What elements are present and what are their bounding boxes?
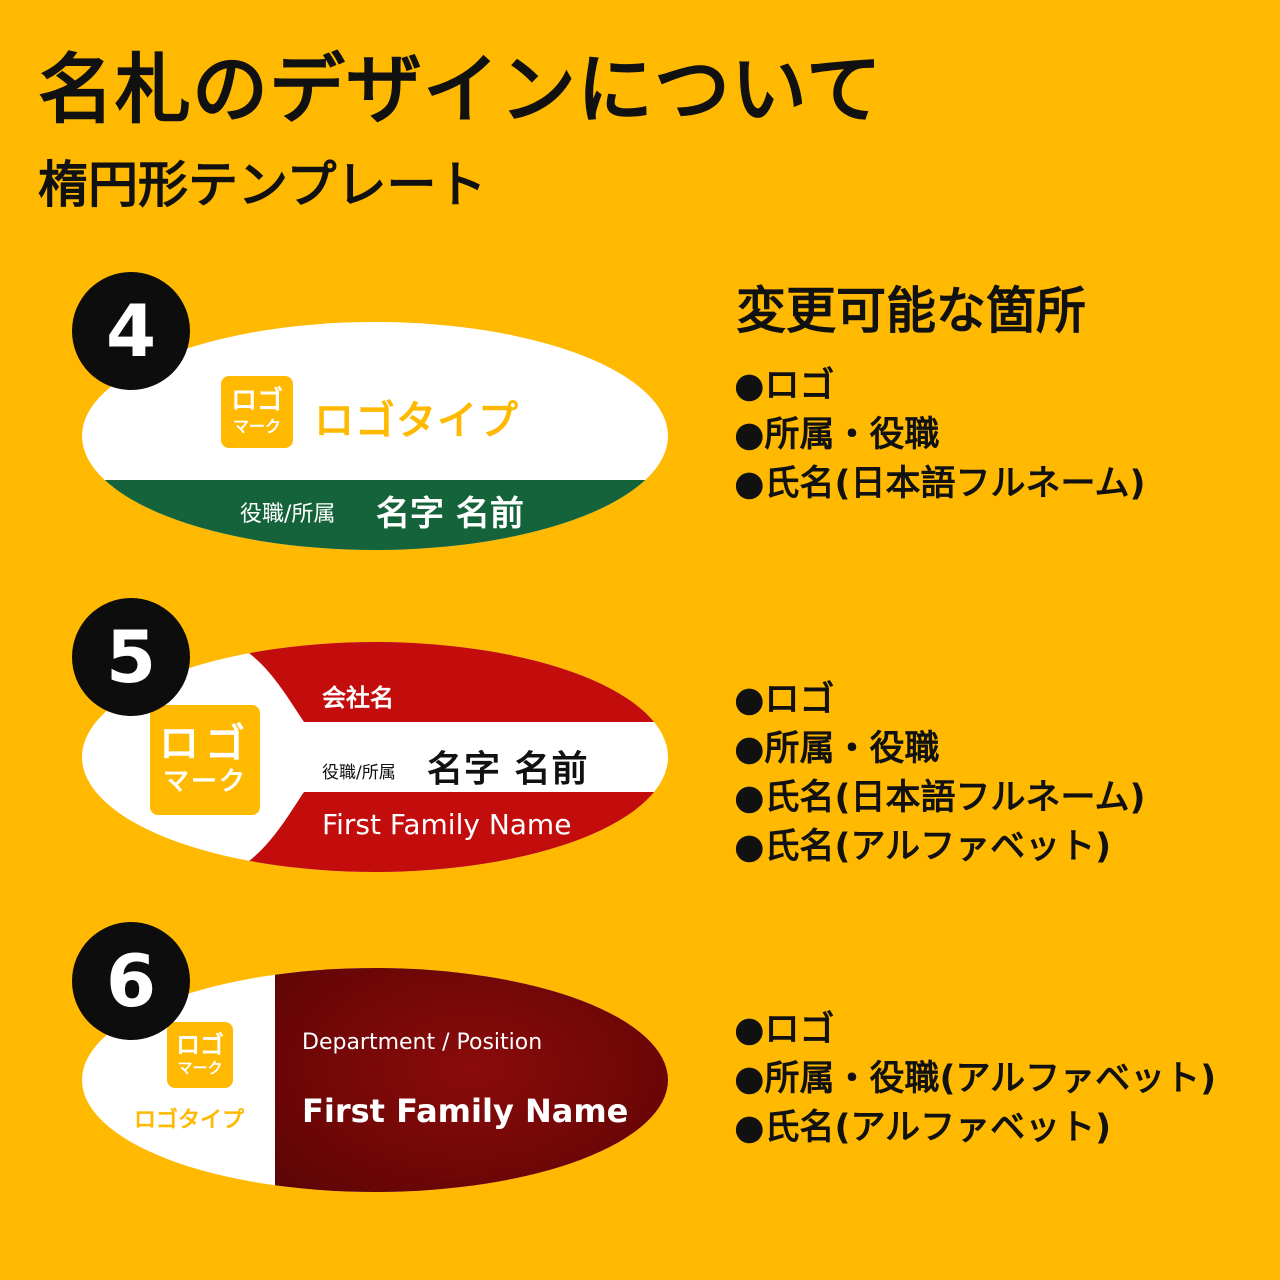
feature-item: ●所属・役職 [734,729,940,769]
logo-mark: ロゴ マーク [167,1022,233,1088]
logo-mark-text-bottom: マーク [177,1059,223,1078]
page-title: 名札のデザインについて [38,45,883,134]
logo-mark-text-bottom: マーク [162,767,247,798]
person-name: 名字 名前 [427,749,589,790]
position-label: 役職/所属 [322,763,396,783]
green-band [82,480,668,550]
person-name: 名字 名前 [376,494,524,534]
feature-item: ●氏名(アルファベット) [734,827,1112,867]
position-label: 役職/所属 [240,502,336,527]
feature-item: ●ロゴ [734,680,835,720]
features-list-5: ●ロゴ ●所属・役職 ●氏名(日本語フルネーム) ●氏名(アルファベット) [734,676,1145,872]
dark-red-panel [275,968,668,1192]
feature-item: ●所属・役職(アルファベット) [734,1059,1217,1099]
features-list-4: ●ロゴ ●所属・役職 ●氏名(日本語フルネーム) [734,362,1145,509]
logo-mark-text-top: ロゴ [230,386,283,417]
logo-mark: ロゴ マーク [150,705,260,815]
feature-item: ●所属・役職 [734,415,940,455]
logotype: ロゴタイプ [314,398,519,444]
red-band-shapes [232,642,668,872]
feature-item: ●ロゴ [734,366,835,406]
features-list-6: ●ロゴ ●所属・役職(アルファベット) ●氏名(アルファベット) [734,1006,1216,1153]
logotype: ロゴタイプ [134,1108,245,1133]
logo-mark-text-bottom: マーク [232,416,281,436]
feature-item: ●氏名(日本語フルネーム) [734,778,1146,818]
english-name: First Family Name [302,1092,629,1130]
logo-mark-text-top: ロゴ [176,1031,224,1060]
features-title: 変更可能な箇所 [736,282,1086,340]
company-name: 会社名 [322,684,394,712]
badge-preview-4[interactable]: ロゴ マーク ロゴタイプ 役職/所属 名字 名前 [82,322,668,550]
feature-item: ●氏名(日本語フルネーム) [734,464,1146,504]
page-subtitle: 楕円形テンプレート [38,156,487,214]
badge-preview-6[interactable]: ロゴ マーク ロゴタイプ Department / Position First… [82,968,668,1192]
department-position: Department / Position [302,1030,543,1055]
logo-mark-text-top: ロゴ [159,721,251,768]
english-name: First Family Name [322,808,572,841]
feature-item: ●氏名(アルファベット) [734,1108,1112,1148]
logo-mark: ロゴ マーク [221,376,293,448]
template-number-5: 5 [72,598,190,716]
feature-item: ●ロゴ [734,1010,835,1050]
template-number-6: 6 [72,922,190,1040]
template-number-4: 4 [72,272,190,390]
